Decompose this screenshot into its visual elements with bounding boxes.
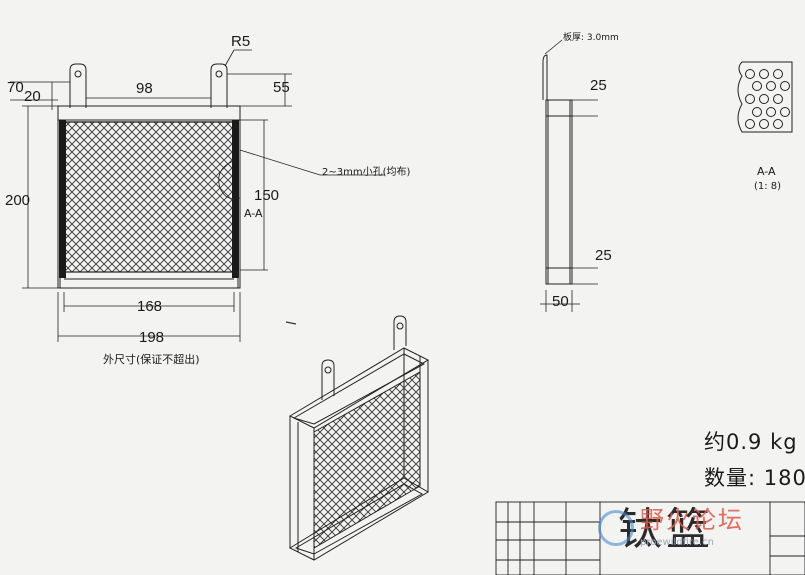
left-hanging-tab bbox=[69, 63, 87, 108]
watermark-subtext: proewildfire.cn bbox=[640, 537, 714, 548]
outer-size-note: 外尺寸(保证不超出) bbox=[103, 353, 200, 366]
left-tab-hole bbox=[74, 70, 82, 78]
side-hanging-tab bbox=[542, 54, 548, 100]
iso-tab-right bbox=[393, 315, 407, 350]
right-hanging-tab bbox=[210, 63, 228, 108]
section-a-a-label: A-A bbox=[244, 207, 263, 220]
dim-150-label: 150 bbox=[254, 187, 280, 204]
side-view bbox=[540, 39, 598, 312]
title-block bbox=[495, 501, 805, 575]
detail-title: A-A bbox=[757, 165, 776, 178]
stray-mark bbox=[285, 321, 297, 325]
dim-200-label: 200 bbox=[5, 192, 31, 209]
front-dimensions bbox=[10, 49, 385, 342]
mesh-panel bbox=[64, 121, 234, 273]
bottom-rim bbox=[59, 271, 239, 289]
side-top-25-label: 25 bbox=[590, 77, 607, 94]
weight-spec: 约0.9 kg bbox=[704, 430, 798, 454]
iso-tab-left bbox=[321, 359, 335, 400]
dim-70-label: 70 bbox=[7, 79, 24, 96]
detail-scale: (1: 8) bbox=[754, 181, 782, 192]
plate-thickness-note: 板厚: 3.0mm bbox=[563, 33, 619, 43]
top-rim bbox=[57, 105, 241, 121]
dim-168-label: 168 bbox=[137, 298, 163, 315]
isometric-view bbox=[288, 315, 430, 561]
dim-98-label: 98 bbox=[136, 80, 153, 97]
side-top-rim bbox=[545, 99, 573, 117]
front-view bbox=[57, 63, 241, 289]
side-width-50-label: 50 bbox=[552, 293, 569, 310]
detail-section bbox=[737, 61, 793, 133]
title-block-frame bbox=[495, 501, 805, 575]
side-bottom-25-label: 25 bbox=[595, 247, 612, 264]
hole-note: 2~3mm小孔(均布) bbox=[322, 167, 411, 178]
dim-20-label: 20 bbox=[24, 88, 41, 105]
iso-bottom-rim bbox=[288, 477, 429, 561]
detail-holes bbox=[745, 69, 790, 129]
quantity-spec: 数量: 180 bbox=[704, 466, 805, 490]
detail-outline bbox=[737, 61, 793, 133]
left-side-bar bbox=[59, 120, 66, 278]
right-tab-hole bbox=[215, 70, 223, 78]
watermark-text: 野火论坛 bbox=[640, 506, 744, 534]
side-frame bbox=[545, 99, 573, 285]
dim-198-label: 198 bbox=[139, 329, 165, 346]
side-bottom-rim bbox=[545, 267, 573, 285]
radius-r5-label: R5 bbox=[231, 33, 251, 50]
iso-mesh-panel bbox=[313, 371, 421, 549]
watermark-logo-icon bbox=[598, 510, 634, 546]
dim-55-label: 55 bbox=[273, 79, 290, 96]
